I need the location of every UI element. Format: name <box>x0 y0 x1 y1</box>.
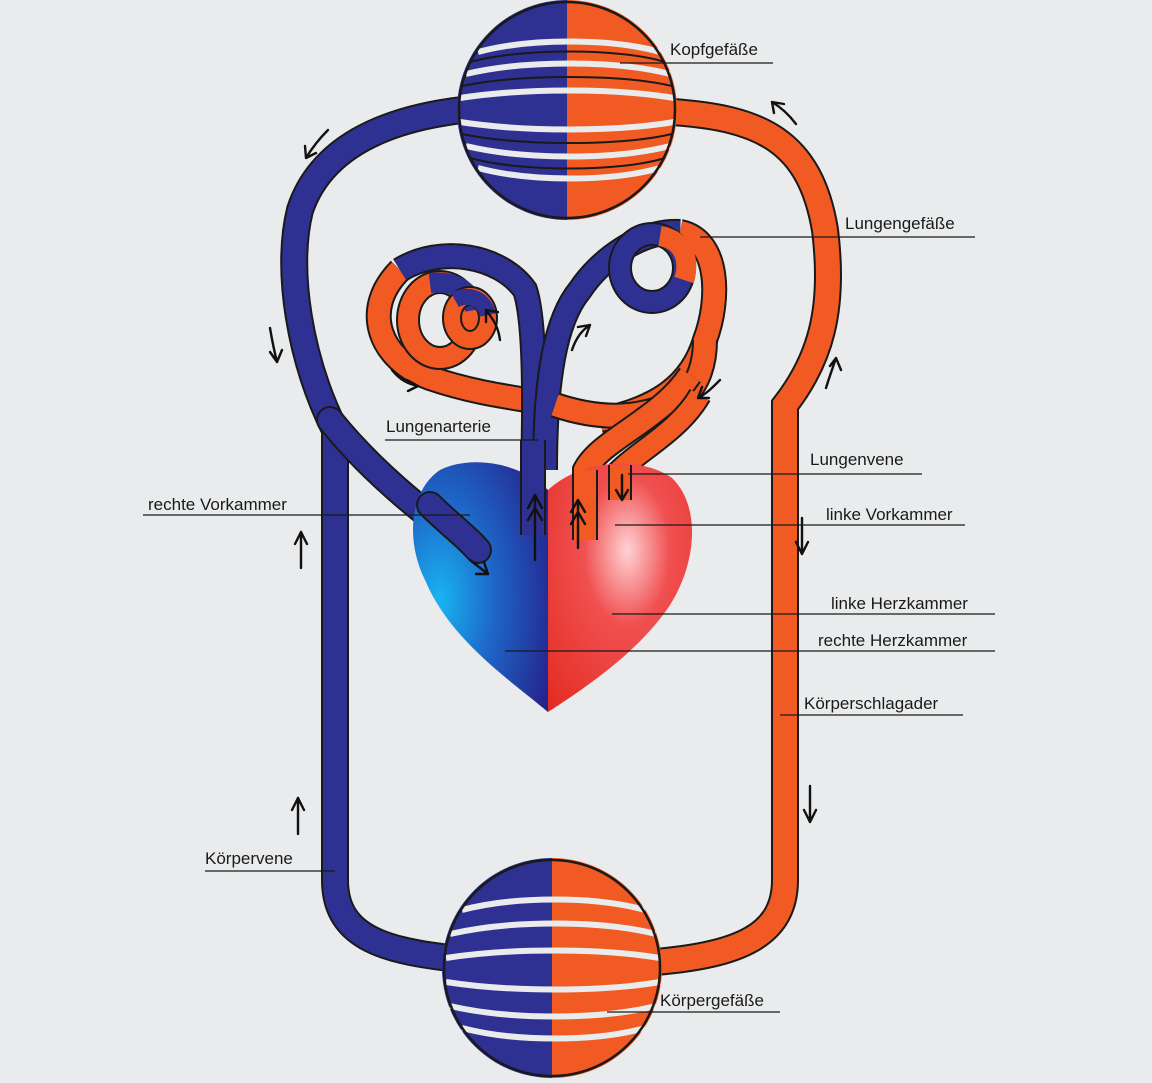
svg-text:linke Herzkammer: linke Herzkammer <box>831 594 968 613</box>
svg-text:Lungenarterie: Lungenarterie <box>386 417 491 436</box>
svg-text:Lungenvene: Lungenvene <box>810 450 904 469</box>
arrow-pulmonary-artery-up <box>526 493 544 562</box>
svg-text:Körpergefäße: Körpergefäße <box>660 991 764 1010</box>
arrow-lung-right-up <box>570 323 592 352</box>
label-koerperschlagader: Körperschlagader <box>780 694 963 716</box>
label-kopfgefaesse: Kopfgefäße <box>620 40 773 64</box>
svg-text:Lungengefäße: Lungengefäße <box>845 214 955 233</box>
svg-text:Körpervene: Körpervene <box>205 849 293 868</box>
label-rechte-vorkammer: rechte Vorkammer <box>143 495 470 516</box>
arrow-vein-lower-left <box>290 796 306 836</box>
arrow-lung-outflow <box>696 378 722 400</box>
body-capillary-bed <box>442 858 662 1078</box>
label-koerpervene: Körpervene <box>205 849 335 872</box>
arrow-vein-mid-left <box>293 530 309 570</box>
arterial-system <box>641 98 843 976</box>
arrow-head-artery <box>770 100 798 126</box>
arrow-artery-upper-right <box>824 356 843 390</box>
label-lungengefaesse: Lungengefäße <box>700 214 975 238</box>
lung-vessels-right <box>532 218 728 540</box>
svg-text:linke Vorkammer: linke Vorkammer <box>826 505 953 524</box>
label-lungenvene: Lungenvene <box>628 450 922 475</box>
arrow-lung-left-up <box>484 308 502 342</box>
arrow-into-right-atrium <box>468 558 490 576</box>
label-rechte-herzkammer: rechte Herzkammer <box>505 631 995 652</box>
label-linke-vorkammer: linke Vorkammer <box>615 505 965 526</box>
head-capillary-bed <box>457 0 677 220</box>
svg-text:rechte Herzkammer: rechte Herzkammer <box>818 631 968 650</box>
pulmonary-vessels <box>365 218 728 540</box>
arrow-head-veins <box>303 128 330 160</box>
arrow-artery-mid-right <box>794 516 810 556</box>
arrow-pulmonary-vein-a <box>569 498 587 550</box>
flow-arrows <box>268 100 843 836</box>
arrow-pulmonary-vein-b <box>614 473 630 502</box>
label-koerpergefaesse: Körpergefäße <box>607 991 780 1013</box>
arrow-vein-upper-left <box>268 326 284 364</box>
label-linke-herzkammer: linke Herzkammer <box>612 594 995 615</box>
heart-left-half <box>548 463 693 712</box>
labels: Kopfgefäße Lungengefäße Lungenarterie Lu… <box>143 40 995 1013</box>
svg-text:Kopfgefäße: Kopfgefäße <box>670 40 758 59</box>
svg-text:rechte Vorkammer: rechte Vorkammer <box>148 495 287 514</box>
heart <box>413 440 693 712</box>
lung-vessels-left <box>365 243 558 471</box>
arrow-lung-inflow <box>390 368 420 393</box>
label-lungenarterie: Lungenarterie <box>385 417 538 441</box>
arrow-artery-lower-right <box>802 784 818 824</box>
svg-text:Körperschlagader: Körperschlagader <box>804 694 939 713</box>
